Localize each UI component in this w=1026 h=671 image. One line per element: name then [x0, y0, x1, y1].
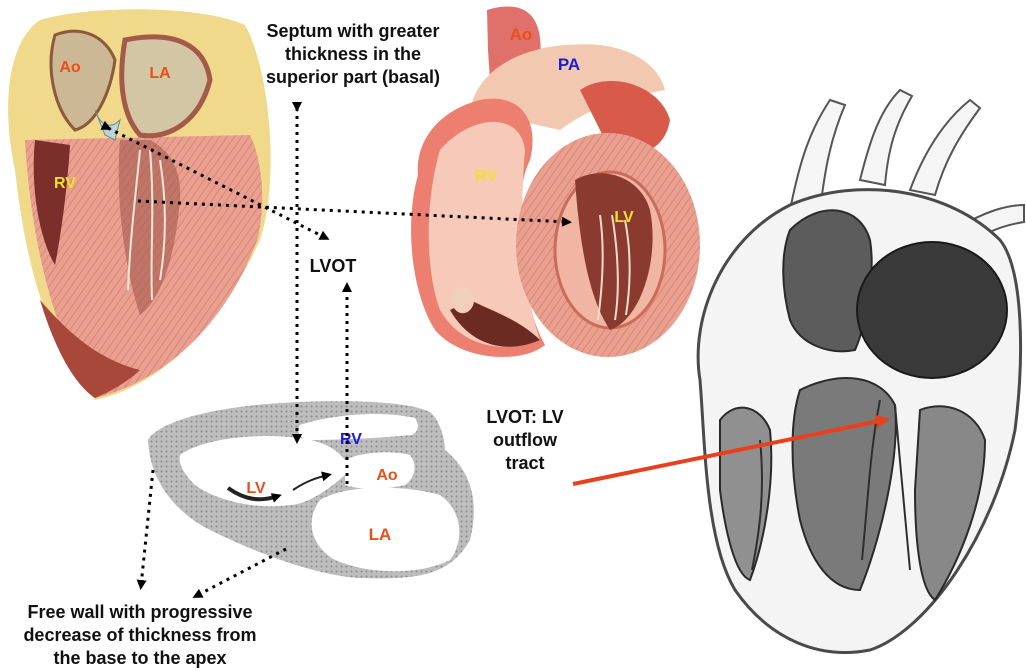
h1-ao-label: Ao [59, 59, 81, 76]
septum-caption-line: Septum with greater [238, 20, 468, 43]
septum-caption: Septum with greater thickness in the sup… [238, 20, 468, 89]
lvot-definition-line: LVOT: LV [466, 406, 584, 429]
grayscale-heart-drawing [698, 90, 1024, 653]
echo-rv-label: RV [340, 431, 362, 448]
h1-rv-label: RV [54, 175, 76, 192]
septum-caption-line: thickness in the [238, 43, 468, 66]
h2-ao-label: Ao [510, 25, 533, 44]
lateral-wall-chamber [915, 406, 985, 600]
lvot-definition-caption: LVOT: LV outflow tract [466, 406, 584, 475]
echocardiogram-sketch: RV LV Ao LA [148, 401, 474, 578]
h1-la-label: LA [149, 65, 171, 82]
lvot-definition-line: tract [466, 452, 584, 475]
echo-lv-label: LV [246, 480, 266, 497]
septum-caption-line: superior part (basal) [238, 66, 468, 89]
free-wall-caption-line: Free wall with progressive [2, 601, 278, 624]
lvot-definition-line: outflow [466, 429, 584, 452]
heart-section-illustration: Ao LA RV [8, 9, 271, 400]
echo-la-label: LA [369, 525, 392, 544]
left-atrium-chamber [857, 242, 1007, 378]
h2-pa-label: PA [558, 55, 580, 74]
free-wall-caption: Free wall with progressive decrease of t… [2, 601, 278, 670]
free-wall-caption-line: the base to the apex [2, 647, 278, 670]
free-wall-left-arrow [141, 470, 153, 586]
free-wall-caption-line: decrease of thickness from [2, 624, 278, 647]
lvot-label: LVOT [310, 256, 357, 276]
h2-rv-label: RV [475, 168, 497, 185]
echo-ao-label: Ao [376, 467, 398, 484]
h2-lv-label: LV [614, 209, 634, 226]
aortic-root [783, 210, 871, 351]
